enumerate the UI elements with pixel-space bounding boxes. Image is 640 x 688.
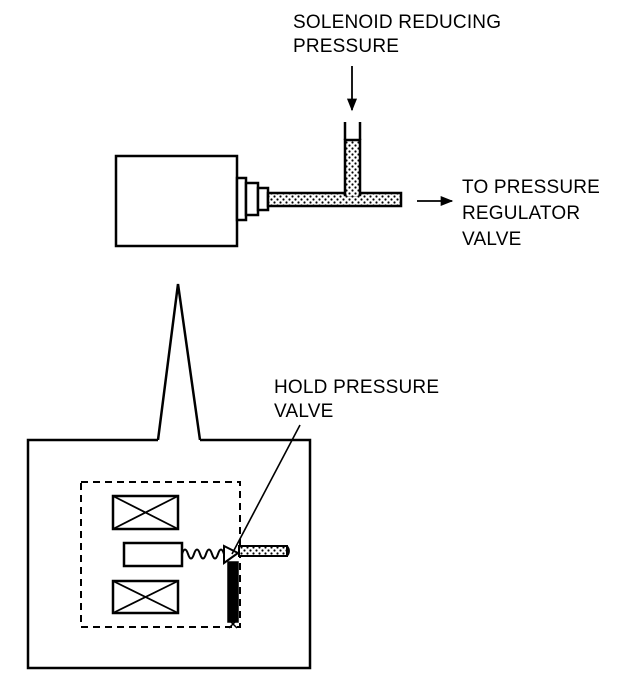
detail-drain-passage <box>227 561 239 623</box>
hold-valve-leader <box>231 424 301 555</box>
spring <box>181 548 225 560</box>
plunger <box>122 541 184 568</box>
zoom-pointer <box>156 283 202 441</box>
regulator-label-line2: REGULATOR <box>462 203 581 224</box>
hold-pressure-valve <box>223 544 240 565</box>
horizontal-pipe <box>266 191 403 208</box>
solenoid-body <box>114 154 239 248</box>
solenoid-label-line1: SOLENOID REDUCING <box>293 12 502 33</box>
upper-coil <box>111 494 180 531</box>
hold-valve-label-line1: HOLD PRESSURE <box>274 377 440 398</box>
solenoid-label-line2: PRESSURE <box>293 36 400 57</box>
lower-coil <box>111 579 180 615</box>
solenoid-fitting <box>235 176 248 222</box>
detail-horizontal-passage <box>238 545 288 557</box>
hold-valve-label-line2: VALVE <box>274 401 334 422</box>
vertical-pipe <box>343 138 362 197</box>
regulator-label-line1: TO PRESSURE <box>462 177 601 198</box>
regulator-label-line3: VALVE <box>462 229 522 250</box>
